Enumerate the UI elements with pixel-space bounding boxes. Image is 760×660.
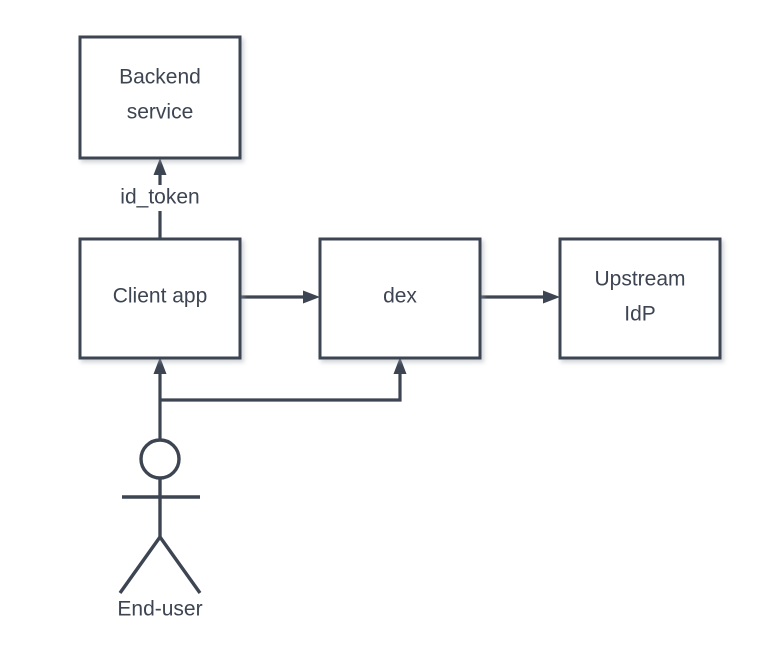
actor-end-user[interactable]: End-user xyxy=(117,438,203,621)
node-upstream-idp-label-line2: IdP xyxy=(624,303,656,326)
actor-end-user-leg-right xyxy=(158,536,202,594)
node-backend-service-label-line2: service xyxy=(127,101,194,124)
node-dex-box[interactable] xyxy=(318,237,482,360)
edge-label-id-token-background xyxy=(104,185,216,211)
node-upstream-idp[interactable]: Upstream IdP xyxy=(558,237,722,360)
node-backend-service[interactable]: Backend service xyxy=(78,35,242,160)
actor-end-user-label: End-user xyxy=(117,598,202,621)
node-client-app-box[interactable] xyxy=(78,237,242,360)
node-client-app[interactable]: Client app xyxy=(78,237,242,360)
arrow-head-client-app-to-backend-service xyxy=(153,158,167,175)
edge-line-end-user-to-dex xyxy=(160,366,402,402)
node-upstream-idp-box[interactable] xyxy=(558,237,722,360)
edge-label-id-token: id_token xyxy=(104,185,216,211)
node-dex-label: dex xyxy=(383,285,417,308)
arrow-head-client-app-to-dex xyxy=(303,290,320,304)
edge-label-id-token-text: id_token xyxy=(120,186,199,209)
arrow-head-dex-to-upstream-idp xyxy=(543,290,560,304)
arrow-head-end-user-to-dex xyxy=(393,357,407,374)
edge-end-user-to-client-app xyxy=(153,357,167,440)
actor-end-user-head-icon[interactable] xyxy=(139,438,181,480)
edge-end-user-to-dex xyxy=(160,357,407,402)
arrow-head-end-user-to-client-app xyxy=(153,357,167,374)
edge-client-app-to-dex xyxy=(240,290,320,304)
node-upstream-idp-label-line1: Upstream xyxy=(594,268,685,291)
node-backend-service-label-line1: Backend xyxy=(119,66,201,89)
node-backend-service-box[interactable] xyxy=(78,35,242,160)
edge-dex-to-upstream-idp xyxy=(480,290,560,304)
node-client-app-label: Client app xyxy=(113,285,208,308)
node-dex[interactable]: dex xyxy=(318,237,482,360)
actor-end-user-leg-left xyxy=(118,536,162,594)
